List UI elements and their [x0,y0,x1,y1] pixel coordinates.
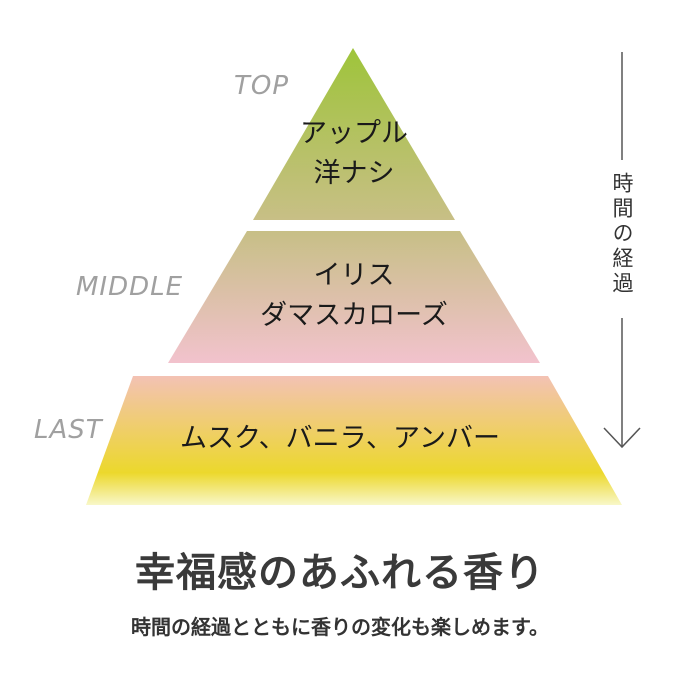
last-notes: ムスク、バニラ、アンバー [150,419,530,459]
pyramid-last-tier [86,376,622,505]
note-iris: イリス [313,260,395,291]
subline: 時間の経過とともに香りの変化も楽しめます。 [131,615,549,639]
note-damask-rose: ダマスカローズ [260,300,448,331]
down-arrow-icon [603,427,641,449]
top-notes: アップル 洋ナシ [253,114,455,194]
pyramid-top-tier [253,48,455,220]
note-apple: アップル [300,118,408,149]
note-musk-vanilla-amber: ムスク、バニラ、アンバー [180,423,500,454]
middle-notes: イリス ダマスカローズ [204,256,504,336]
tier-label-middle: MIDDLE [76,272,184,302]
tier-label-top: TOP [234,71,290,101]
timeline-label: 時間の経過 [610,172,634,297]
note-pear: 洋ナシ [313,158,395,189]
headline: 幸福感のあふれる香り [135,550,545,596]
tier-label-last: LAST [34,415,103,445]
pyramid-middle-tier [168,231,540,363]
